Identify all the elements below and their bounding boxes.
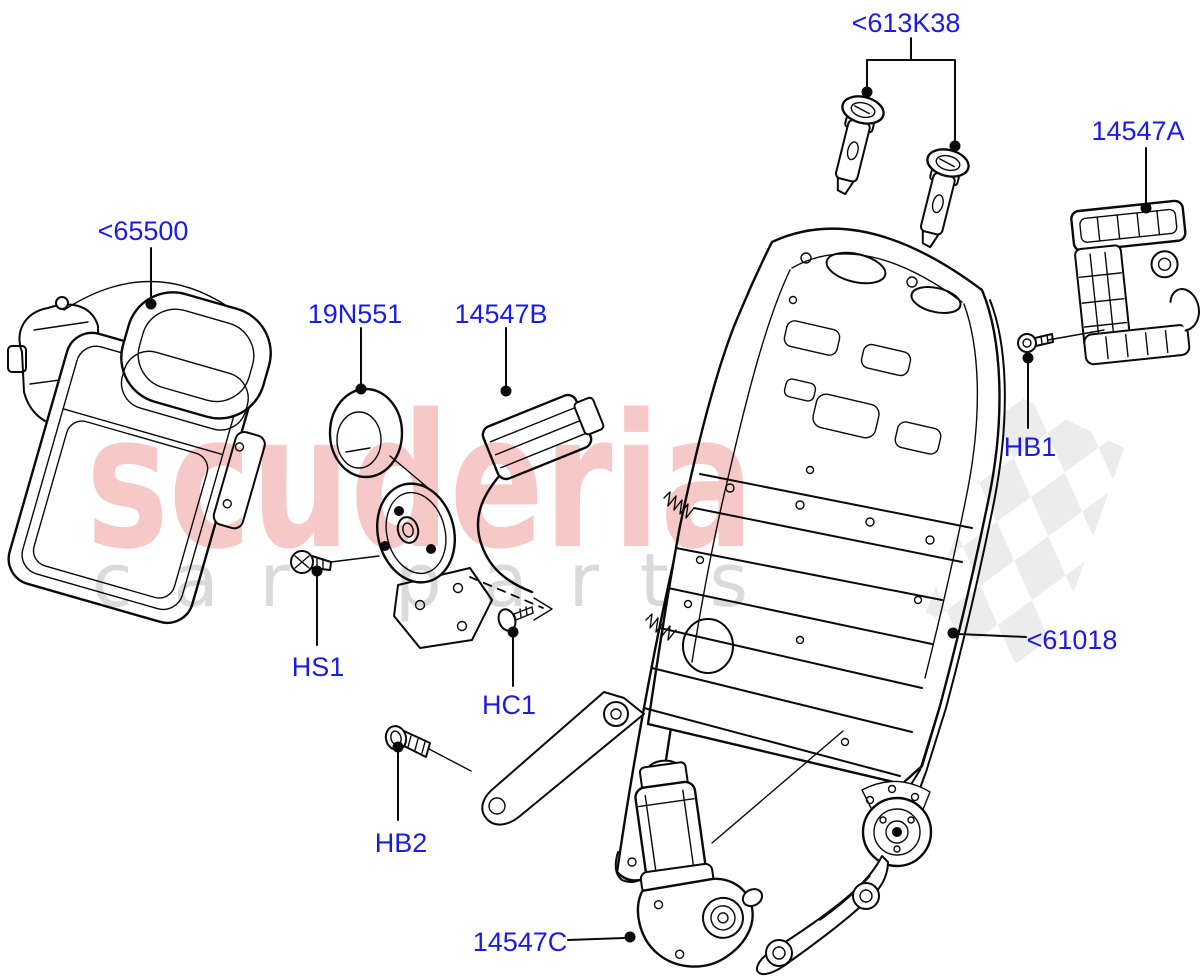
screw-hc1-drawing [497,606,534,632]
seat-frame-drawing [481,227,1006,976]
part-label-613K38[interactable]: <613K38 [852,8,961,38]
frame-spring-upper [663,491,695,519]
recline-motor-drawing [328,387,605,649]
height-motor-drawing [634,759,764,968]
frame-left-arm [481,691,645,826]
headrest-guide-left-drawing [834,95,885,196]
part-label-14547C[interactable]: 14547C [473,927,568,957]
back-panel-drawing [7,280,272,625]
frame-spring-lower [645,613,677,641]
motor-mount-plate [393,567,493,649]
part-label-14547B[interactable]: 14547B [454,299,547,329]
part-label-HB2[interactable]: HB2 [375,828,428,858]
side-bracket-drawing [1070,199,1200,366]
bolt-hb2-drawing [384,725,431,758]
part-label-65500[interactable]: <65500 [98,216,189,246]
part-label-HS1[interactable]: HS1 [292,652,345,682]
headrest-guide-right-drawing [919,148,970,249]
part-label-61018[interactable]: <61018 [1027,625,1118,655]
trim-cap [328,387,404,479]
part-label-19N551[interactable]: 19N551 [308,299,403,329]
screw-hs1-drawing [290,550,332,574]
bolt-hb1-drawing [1017,333,1054,353]
leader-lines [145,37,1152,943]
part-label-14547A[interactable]: 14547A [1091,116,1184,146]
part-label-HC1[interactable]: HC1 [482,690,536,720]
part-label-HB1[interactable]: HB1 [1004,432,1057,462]
